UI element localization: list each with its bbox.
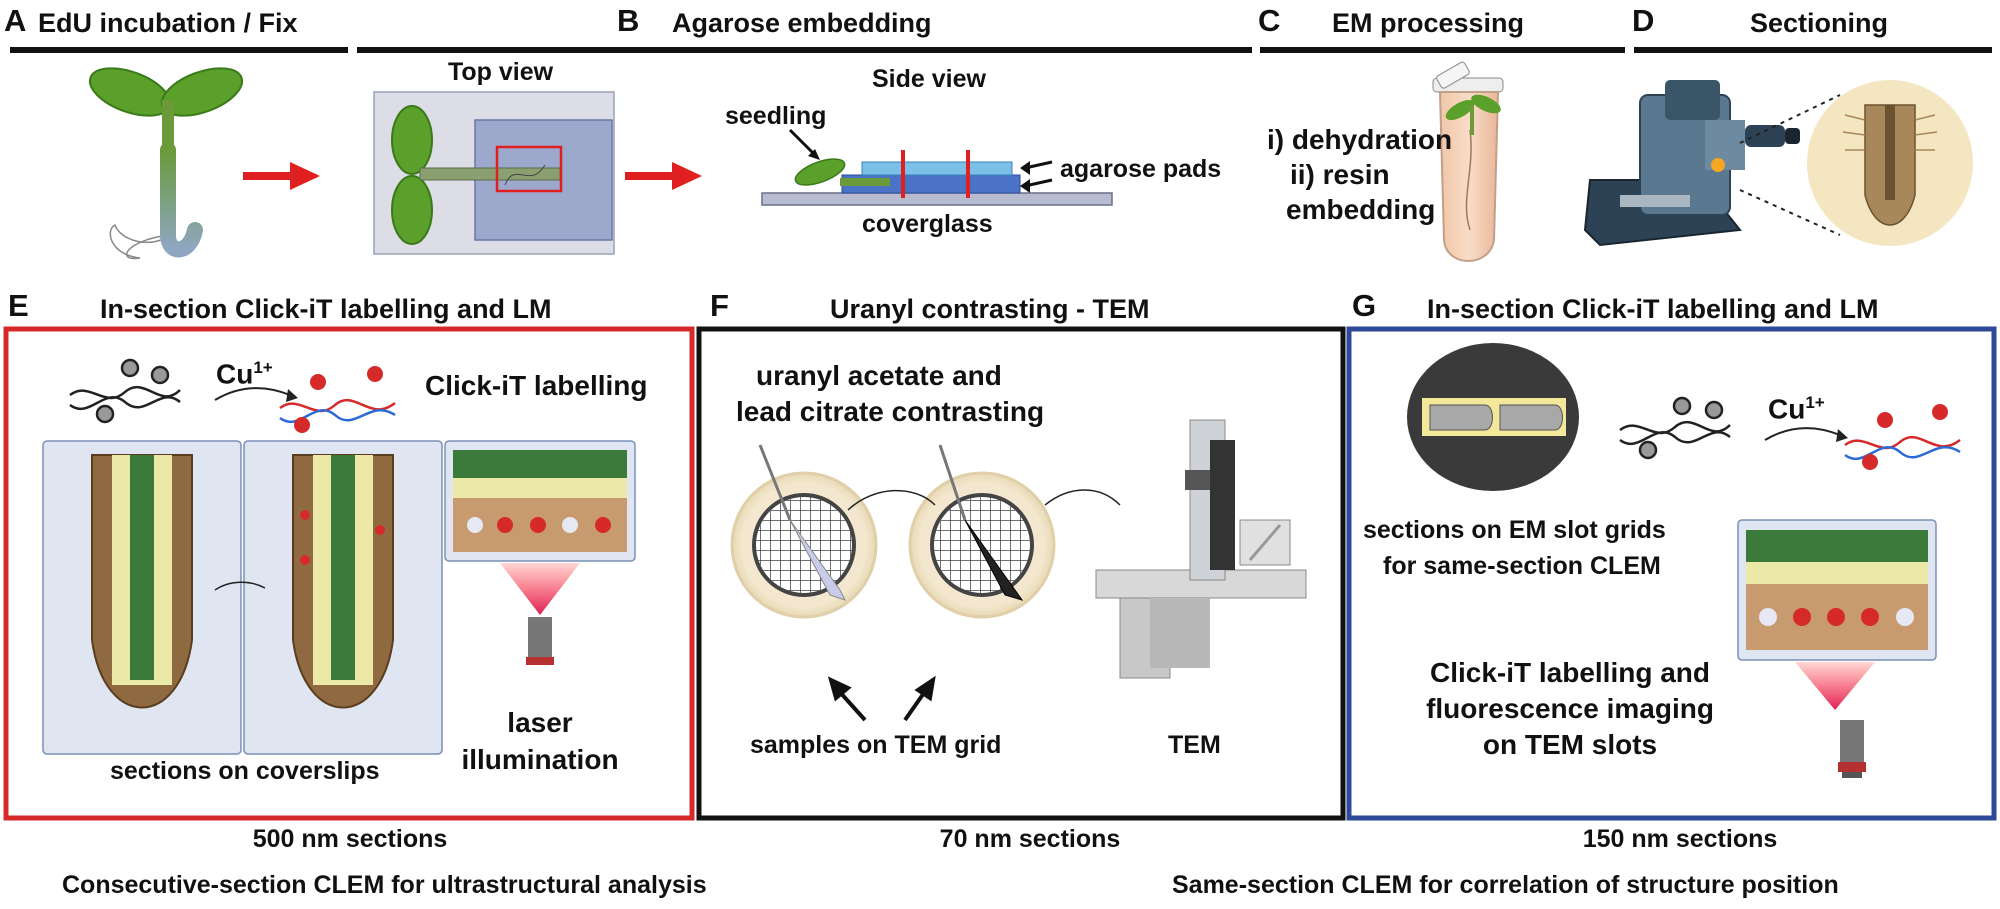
- contrast-line1: uranyl acetate and: [756, 360, 1002, 391]
- agarose-pads-label: agarose pads: [1060, 155, 1222, 183]
- arrow-a-to-b: [243, 162, 320, 190]
- tem-label: TEM: [1168, 731, 1221, 759]
- dna-strand-e-left: [69, 358, 181, 424]
- objective-g: [1838, 720, 1866, 778]
- panel-letter-e: E: [8, 288, 29, 323]
- microtome-illustration: [1583, 80, 1841, 247]
- reaction-arrow-e: [214, 387, 291, 401]
- panel-letter-f: F: [710, 288, 729, 323]
- samples-on-grid-label: samples on TEM grid: [750, 731, 1002, 759]
- panel-letter-d: D: [1632, 3, 1655, 38]
- coverglass-label: coverglass: [862, 210, 993, 238]
- illumination-label: illumination: [461, 744, 619, 775]
- panel-f-title: Uranyl contrasting - TEM: [830, 294, 1150, 324]
- contrast-line2: lead citrate contrasting: [736, 396, 1045, 427]
- dehydration-label: i) dehydration: [1267, 124, 1453, 155]
- panel-g-box: [1346, 326, 1997, 821]
- coverslips-label: sections on coverslips: [110, 757, 380, 785]
- panel-g-title: In-section Click-iT labelling and LM: [1427, 294, 1879, 324]
- pointer-arrows-f: [827, 675, 936, 722]
- header-bar-d: [1634, 47, 1992, 53]
- footer-right: Same-section CLEM for correlation of str…: [1172, 871, 1839, 899]
- seedling-illustration: [88, 67, 244, 260]
- root-tip-2: [292, 454, 394, 709]
- side-view-label: Side view: [872, 65, 986, 93]
- slot-grid-g: [1407, 343, 1579, 491]
- click-it-labelling-label: Click-iT labelling: [425, 370, 648, 401]
- top-view-label: Top view: [448, 58, 554, 86]
- fluo-line1: Click-iT labelling and: [1429, 657, 1711, 688]
- cu-label-e: Cu1+: [216, 358, 273, 390]
- tem-microscope: [1095, 419, 1307, 679]
- arrow-b-top-to-side: [625, 162, 702, 190]
- eppendorf-tube: [1432, 61, 1504, 262]
- thickness-g: 150 nm sections: [1582, 825, 1778, 853]
- panel-e-title: In-section Click-iT labelling and LM: [100, 294, 552, 324]
- slot-grids-line1: sections on EM slot grids: [1363, 516, 1666, 544]
- dna-strand-g-left: [1619, 396, 1731, 460]
- panel-letter-a: A: [4, 3, 27, 38]
- thickness-e: 500 nm sections: [252, 825, 448, 853]
- laser-label: laser: [507, 707, 573, 738]
- panel-letter-c: C: [1258, 3, 1281, 38]
- tem-grid-2: [908, 444, 1056, 619]
- dna-strand-e-right: [279, 366, 396, 433]
- fluo-line3: on TEM slots: [1482, 729, 1658, 760]
- tissue-inset-e: [444, 440, 636, 665]
- panel-f-box: [696, 326, 1346, 821]
- seedling-label: seedling: [725, 102, 827, 130]
- panel-letter-g: G: [1352, 288, 1377, 323]
- header-bar-b: [357, 47, 1252, 53]
- header-bar-c: [1260, 47, 1625, 53]
- thickness-f: 70 nm sections: [939, 825, 1121, 853]
- dna-strand-g-right: [1844, 404, 1961, 470]
- tem-grid-1: [730, 444, 878, 619]
- tissue-inset-g: [1737, 519, 1937, 710]
- panel-e-box: [3, 326, 695, 821]
- top-view-illustration: [373, 91, 615, 255]
- fluo-line2: fluorescence imaging: [1426, 693, 1714, 724]
- panel-b-title: Agarose embedding: [672, 8, 932, 38]
- resin-label: ii) resin: [1290, 159, 1390, 190]
- root-cross-section-d: [1807, 80, 1973, 246]
- panel-letter-b: B: [617, 3, 640, 38]
- root-tip-1: [91, 454, 193, 709]
- cu-label-g: Cu1+: [1768, 393, 1825, 425]
- panel-c-title: EM processing: [1332, 8, 1525, 38]
- panel-a-title: EdU incubation / Fix: [38, 8, 298, 38]
- slot-grids-line2: for same-section CLEM: [1383, 552, 1661, 580]
- header-bar-a: [10, 47, 348, 53]
- side-view-illustration: [761, 128, 1113, 206]
- panel-d-title: Sectioning: [1750, 8, 1889, 38]
- footer-left: Consecutive-section CLEM for ultrastruct…: [62, 871, 707, 899]
- embedding-label: embedding: [1286, 194, 1436, 225]
